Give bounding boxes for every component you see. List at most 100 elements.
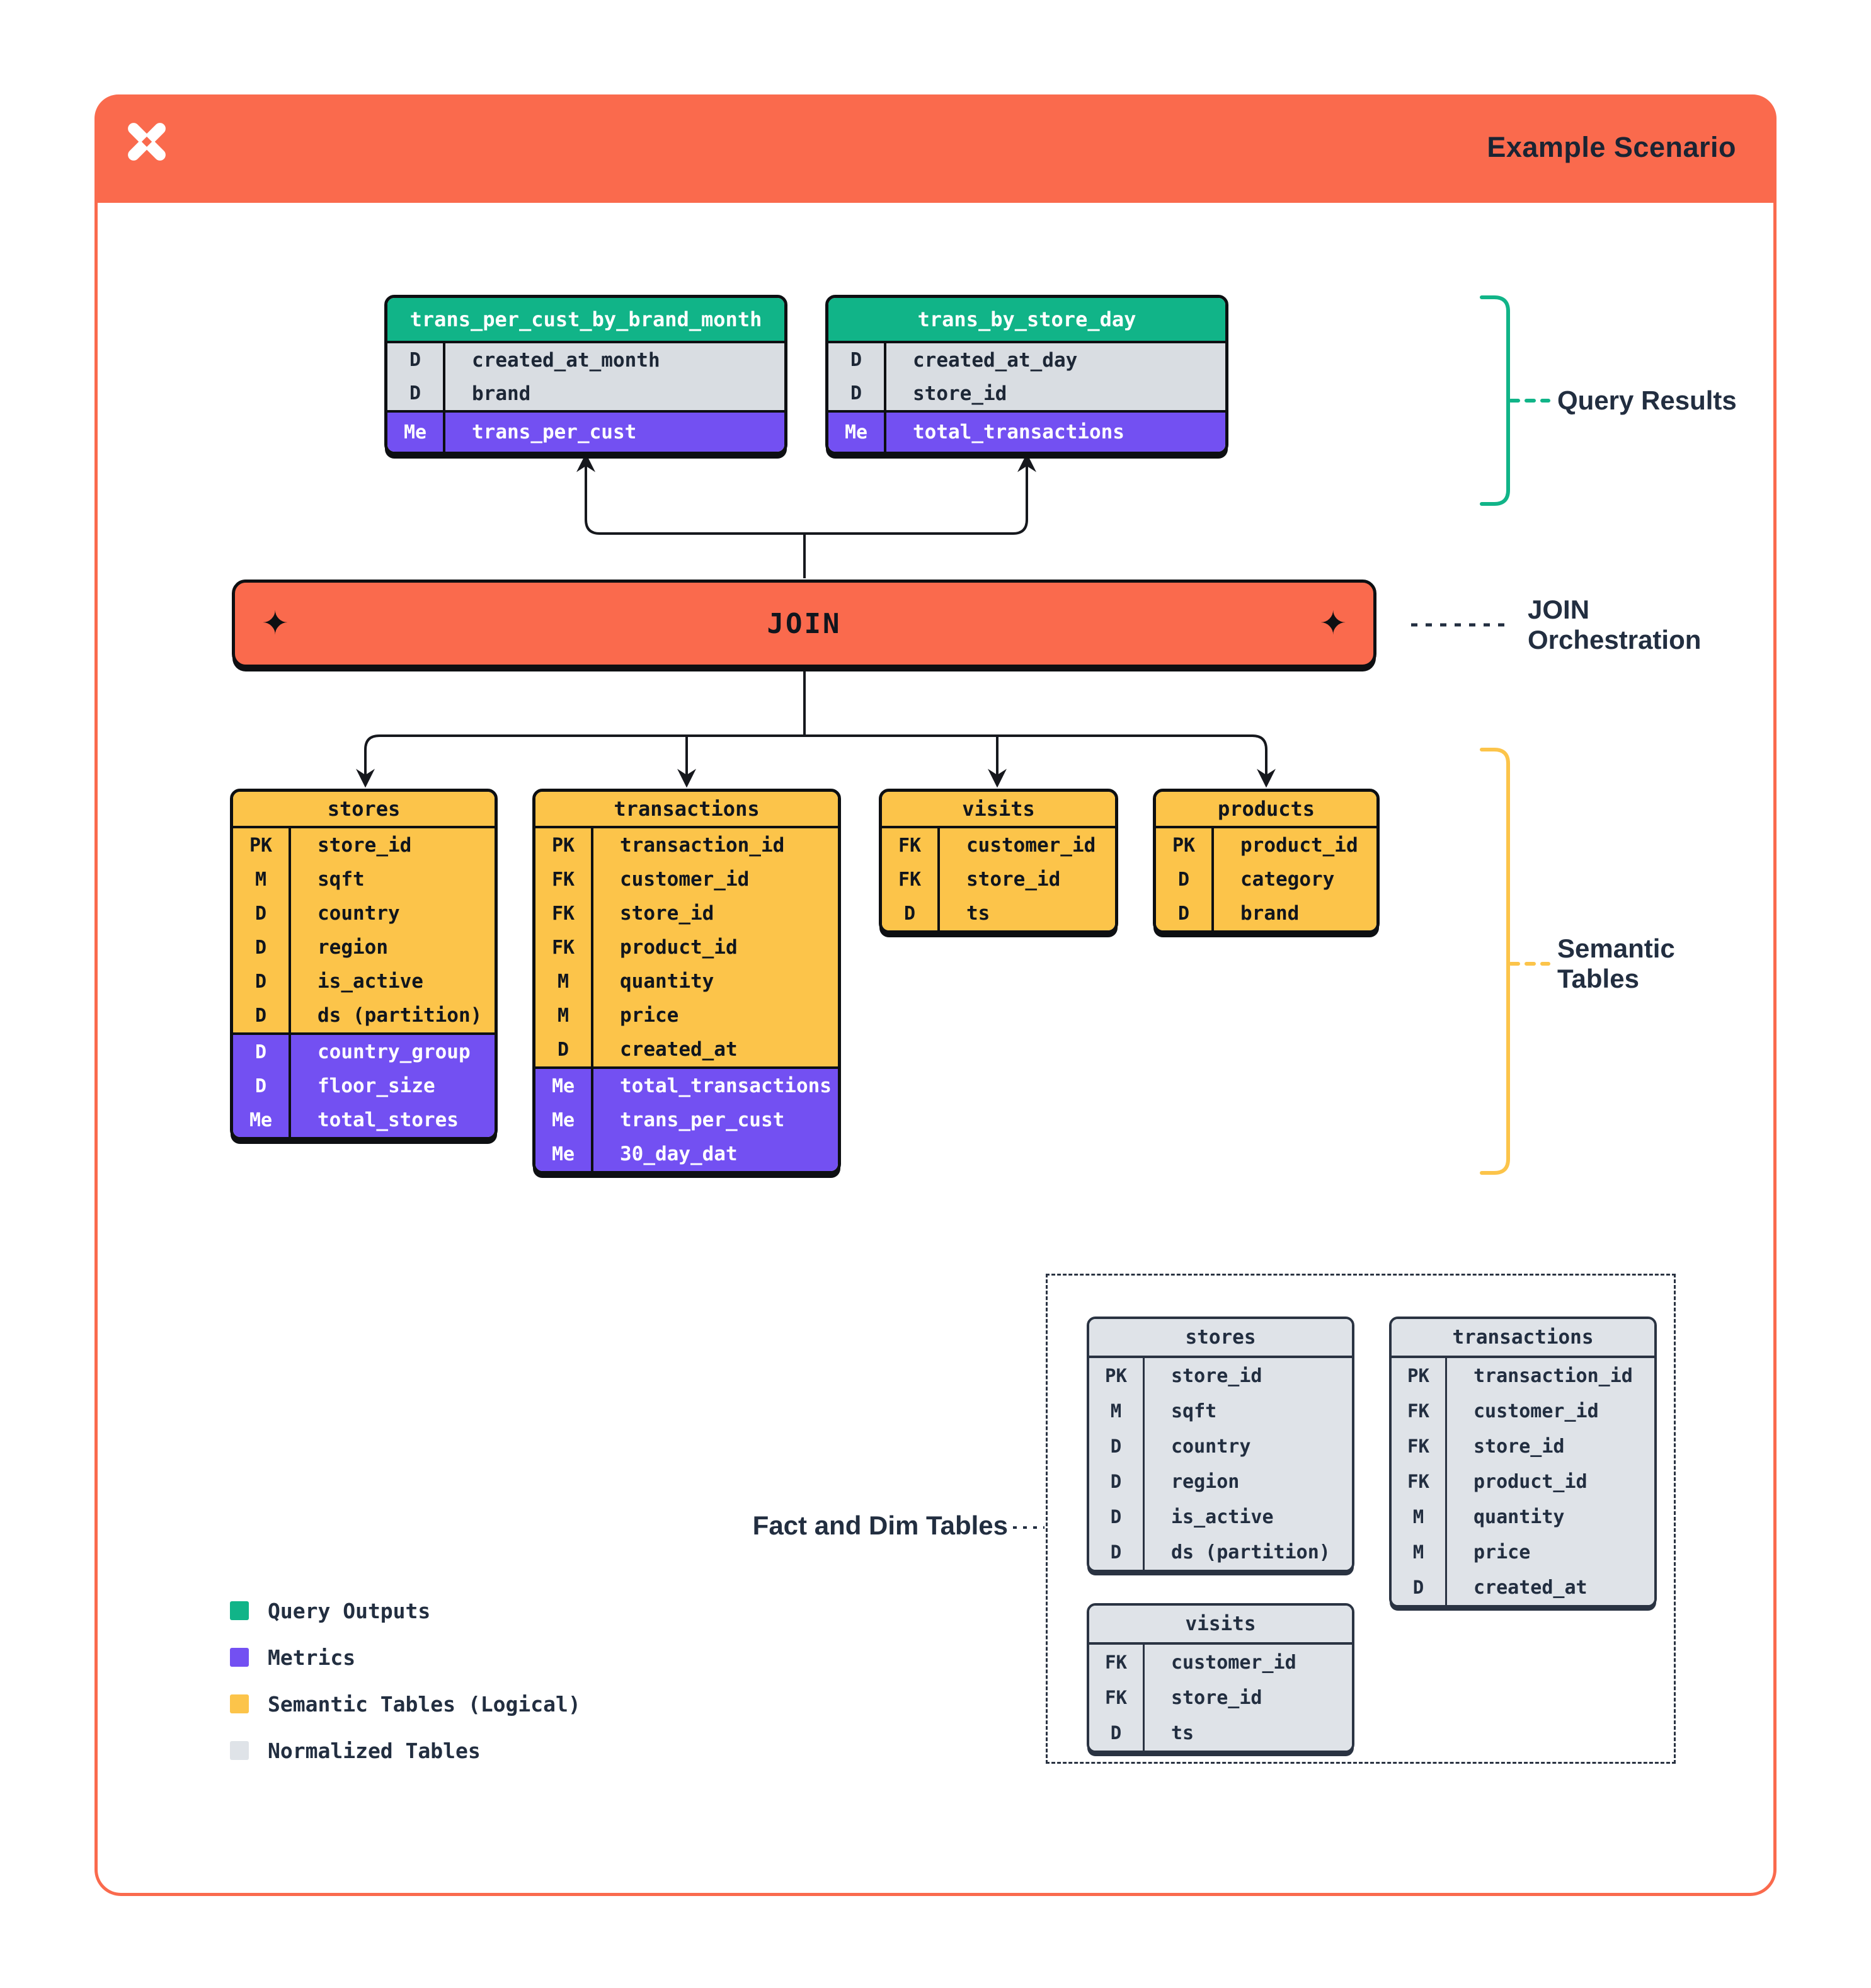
field-key-badge: D [1156,896,1214,930]
label-fact-and-dim-tables: Fact and Dim Tables [752,1511,1008,1540]
field-key-badge: FK [1089,1680,1145,1715]
join-label: JOIN [767,607,842,640]
field-name: store_id [1171,1686,1262,1709]
field-key-badge: FK [882,862,940,896]
legend-item: Metrics [230,1645,581,1670]
field-name: category [1240,868,1335,891]
field-key-badge: M [233,862,291,896]
semantic-tables-bracket [1480,748,1510,1175]
table-title: products [1156,792,1376,828]
field-key-badge: Me [387,413,445,452]
table-row: FK store_id [1089,1680,1352,1715]
field-key-badge: D [233,1035,291,1069]
label-semantic-tables-line1: Semantic [1557,934,1675,963]
legend-label: Query Outputs [268,1598,431,1623]
field-name: customer_id [620,868,750,891]
table-title: visits [1089,1606,1352,1645]
field-key-badge: D [828,343,886,377]
field-name: sqft [1171,1400,1217,1422]
field-key-badge: FK [535,896,593,930]
field-key-badge: M [1392,1499,1447,1534]
field-name: brand [472,382,531,405]
field-name: created_at_month [472,348,660,372]
query-results-bracket [1480,295,1510,506]
field-key-badge: D [233,896,291,930]
legend-item: Normalized Tables [230,1738,581,1763]
field-name: ts [966,902,990,925]
field-key-badge: D [233,964,291,998]
field-key-badge: Me [828,413,886,452]
field-name: store_id [318,834,412,857]
field-key-badge: PK [535,828,593,862]
field-key-badge: D [1089,1499,1145,1534]
table-title: trans_by_store_day [828,298,1225,343]
field-key-badge: FK [1089,1645,1145,1680]
field-name: is_active [1171,1505,1274,1528]
table-row: PK transaction_id [1392,1358,1654,1393]
arrow-join-to-query-right [804,453,1036,535]
field-name: store_id [1171,1364,1262,1387]
field-name: transaction_id [620,834,785,857]
dbt-logo [128,123,166,161]
field-name: price [1473,1541,1531,1563]
field-key-badge: D [882,896,940,930]
label-semantic-tables: Semantic Tables [1557,934,1675,995]
field-name: total_transactions [913,421,1124,443]
field-key-badge: FK [535,862,593,896]
table-title: transactions [1392,1319,1654,1358]
field-key-badge: PK [233,828,291,862]
field-key-badge: PK [1392,1358,1447,1393]
field-name: quantity [620,970,714,993]
table-title: transactions [535,792,838,828]
field-name: customer_id [1171,1651,1296,1674]
field-name: customer_id [1473,1400,1599,1422]
field-key-badge: M [1089,1393,1145,1429]
field-name: region [1171,1470,1240,1493]
field-key-badge: D [828,377,886,410]
field-key-badge: M [535,998,593,1032]
field-key-badge: D [1089,1715,1145,1751]
legend-label: Normalized Tables [268,1738,481,1763]
field-key-badge: Me [535,1069,593,1103]
field-name: product_id [1240,834,1358,857]
field-name: price [620,1004,679,1027]
field-name: store_id [1473,1435,1565,1458]
table-row: FK store_id [882,862,1115,896]
field-name: 30_day_dat [620,1143,738,1165]
field-key-badge: D [387,377,445,410]
field-name: trans_per_cust [472,421,637,443]
field-name: transaction_id [1473,1364,1633,1387]
table-row: Me trans_per_cust [387,413,784,452]
table-row: PK store_id [233,828,495,862]
table-row: Me total_transactions [828,413,1225,452]
label-query-results: Query Results [1557,386,1737,415]
field-key-badge: D [1089,1534,1145,1570]
arrow-to-stores [356,734,380,788]
field-key-badge: Me [535,1137,593,1171]
field-name: region [318,936,388,959]
field-key-badge: FK [882,828,940,862]
table-title: stores [233,792,495,828]
field-name: ts [1171,1722,1194,1744]
field-name: store_id [966,868,1061,891]
card-header [94,94,1777,203]
legend-item: Semantic Tables (Logical) [230,1692,581,1717]
